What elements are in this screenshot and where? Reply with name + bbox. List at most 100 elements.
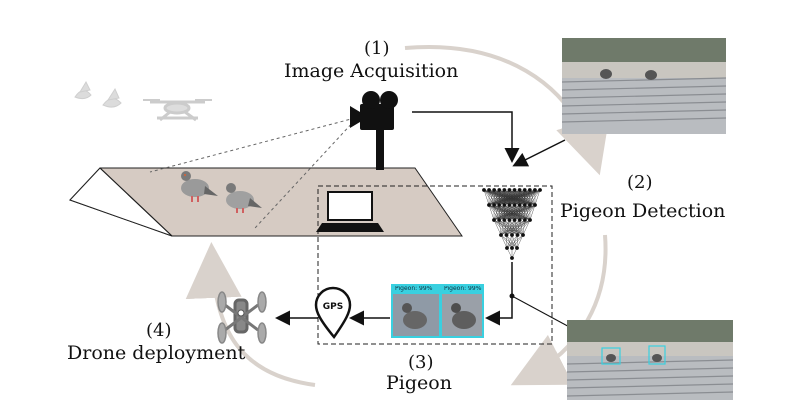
nn-edge — [506, 234, 524, 249]
step-4-number: (4) — [146, 320, 172, 341]
roof — [69, 167, 463, 237]
nn-edge — [517, 219, 531, 236]
nn-node — [515, 245, 520, 250]
nn-edge — [494, 189, 541, 206]
nn-edge — [488, 189, 541, 206]
nn-edge — [499, 204, 536, 221]
nn-node — [492, 202, 497, 207]
nn-edge — [511, 219, 531, 236]
nn-node — [502, 202, 507, 207]
nn-node — [522, 217, 527, 222]
nn-edge — [488, 189, 515, 206]
nn-node — [497, 202, 502, 207]
laptop-icon — [316, 191, 384, 232]
arrow-network-to-detections — [485, 262, 513, 326]
nn-node — [487, 187, 492, 192]
camera-photo-detected — [567, 320, 733, 400]
flying-birds — [74, 80, 122, 108]
nn-edge — [509, 204, 536, 221]
nn-node — [510, 245, 515, 250]
nn-node — [512, 202, 517, 207]
nn-node — [510, 256, 515, 261]
nn-edge — [534, 189, 541, 206]
nn-node — [492, 217, 497, 222]
nn-edge — [514, 189, 541, 206]
nn-edge — [516, 234, 524, 249]
step-1-label: Image Acquisition — [284, 60, 459, 82]
nn-edge — [500, 219, 505, 236]
nn-edge — [506, 234, 518, 249]
nn-edge — [524, 204, 536, 221]
nn-edge — [483, 189, 490, 206]
arrow-photo-to-network — [512, 139, 566, 167]
drone-icon — [217, 291, 267, 344]
nn-edge — [511, 234, 518, 249]
nn-edge — [493, 219, 502, 236]
nn-node — [505, 245, 510, 250]
nn-edge — [506, 234, 513, 249]
faded-drone-icon — [143, 99, 212, 122]
nn-edge — [493, 204, 536, 221]
nn-edge — [493, 204, 530, 221]
nn-node — [507, 217, 512, 222]
nn-edge — [519, 189, 541, 206]
nn-node — [538, 187, 543, 192]
nn-edge — [500, 219, 525, 236]
nn-edge — [493, 204, 500, 221]
nn-edge — [488, 189, 505, 206]
nn-node — [522, 187, 527, 192]
nn-edge — [506, 219, 531, 236]
nn-edge — [488, 189, 495, 206]
gps-label: GPS — [323, 302, 343, 312]
nn-edge — [500, 219, 531, 236]
nn-node — [499, 232, 504, 237]
detection-crop-1: Pigeon: 99% — [391, 284, 441, 338]
connector-to-photo — [511, 295, 576, 331]
nn-node — [487, 202, 492, 207]
roof-pigeon-2 — [226, 183, 262, 213]
nn-edge — [500, 234, 508, 249]
arrow-camera-to-network — [412, 111, 520, 163]
nn-edge — [514, 204, 536, 221]
step-4-label: Drone deployment — [67, 342, 246, 364]
cycle-arrow-4-to-1 — [185, 242, 316, 387]
nn-edge — [500, 219, 520, 236]
gps-pin-icon: GPS — [314, 286, 352, 340]
nn-edge — [529, 189, 541, 206]
nn-node — [512, 187, 517, 192]
nn-edge — [504, 204, 536, 221]
nn-node — [532, 187, 537, 192]
nn-node — [517, 202, 522, 207]
nn-edge — [500, 234, 518, 249]
nn-edge — [493, 204, 515, 221]
nn-node — [527, 202, 532, 207]
nn-edge — [488, 189, 530, 206]
nn-node — [527, 187, 532, 192]
nn-edge — [488, 189, 535, 206]
nn-node — [507, 187, 512, 192]
bird-icon — [102, 87, 122, 108]
nn-node — [521, 232, 526, 237]
neural-network-icon — [482, 187, 543, 261]
nn-edge — [493, 204, 505, 221]
nn-edge — [529, 204, 536, 221]
nn-edge — [488, 189, 510, 206]
detection-label-2: Pigeon: 99% — [444, 285, 482, 292]
roof-pigeon-1 — [181, 171, 218, 202]
nn-edge — [488, 189, 520, 206]
nn-edge — [506, 234, 508, 249]
nn-node — [533, 202, 538, 207]
nn-edge — [488, 189, 525, 206]
step-2-number: (2) — [627, 172, 653, 193]
nn-edge — [509, 189, 541, 206]
nn-edge — [504, 189, 541, 206]
nn-node — [497, 217, 502, 222]
bird-icon — [74, 80, 92, 100]
nn-edge — [500, 234, 513, 249]
nn-node — [482, 187, 487, 192]
nn-node — [517, 217, 522, 222]
nn-node — [502, 187, 507, 192]
nn-node — [497, 187, 502, 192]
nn-edge — [499, 189, 541, 206]
